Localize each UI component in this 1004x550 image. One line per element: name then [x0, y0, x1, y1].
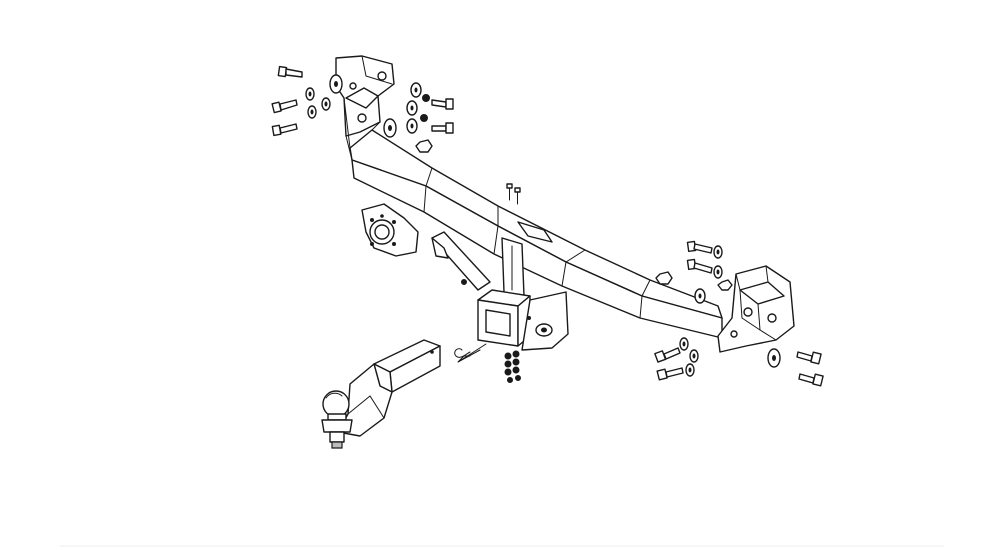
receiver-hitch — [477, 237, 569, 351]
bolt-set-right-lower — [654, 337, 699, 381]
left-mounting-bracket — [335, 55, 395, 161]
bolt-set-right — [655, 240, 733, 304]
bolt-set-right-outer — [767, 348, 824, 387]
ball-mount — [337, 339, 441, 437]
spring-clip — [454, 348, 471, 358]
nut-set — [504, 350, 521, 383]
washer-set-left — [305, 74, 397, 138]
right-mounting-bracket — [717, 265, 795, 353]
crossbar-tube — [349, 129, 723, 339]
center-bolts — [506, 183, 521, 205]
bolt-set-left-outer — [406, 82, 454, 153]
tow-ball — [321, 390, 353, 449]
hitch-pin — [457, 343, 487, 363]
bolt-set-left — [271, 65, 303, 137]
socket-bracket — [431, 231, 491, 291]
electrical-socket-plate — [361, 203, 419, 257]
